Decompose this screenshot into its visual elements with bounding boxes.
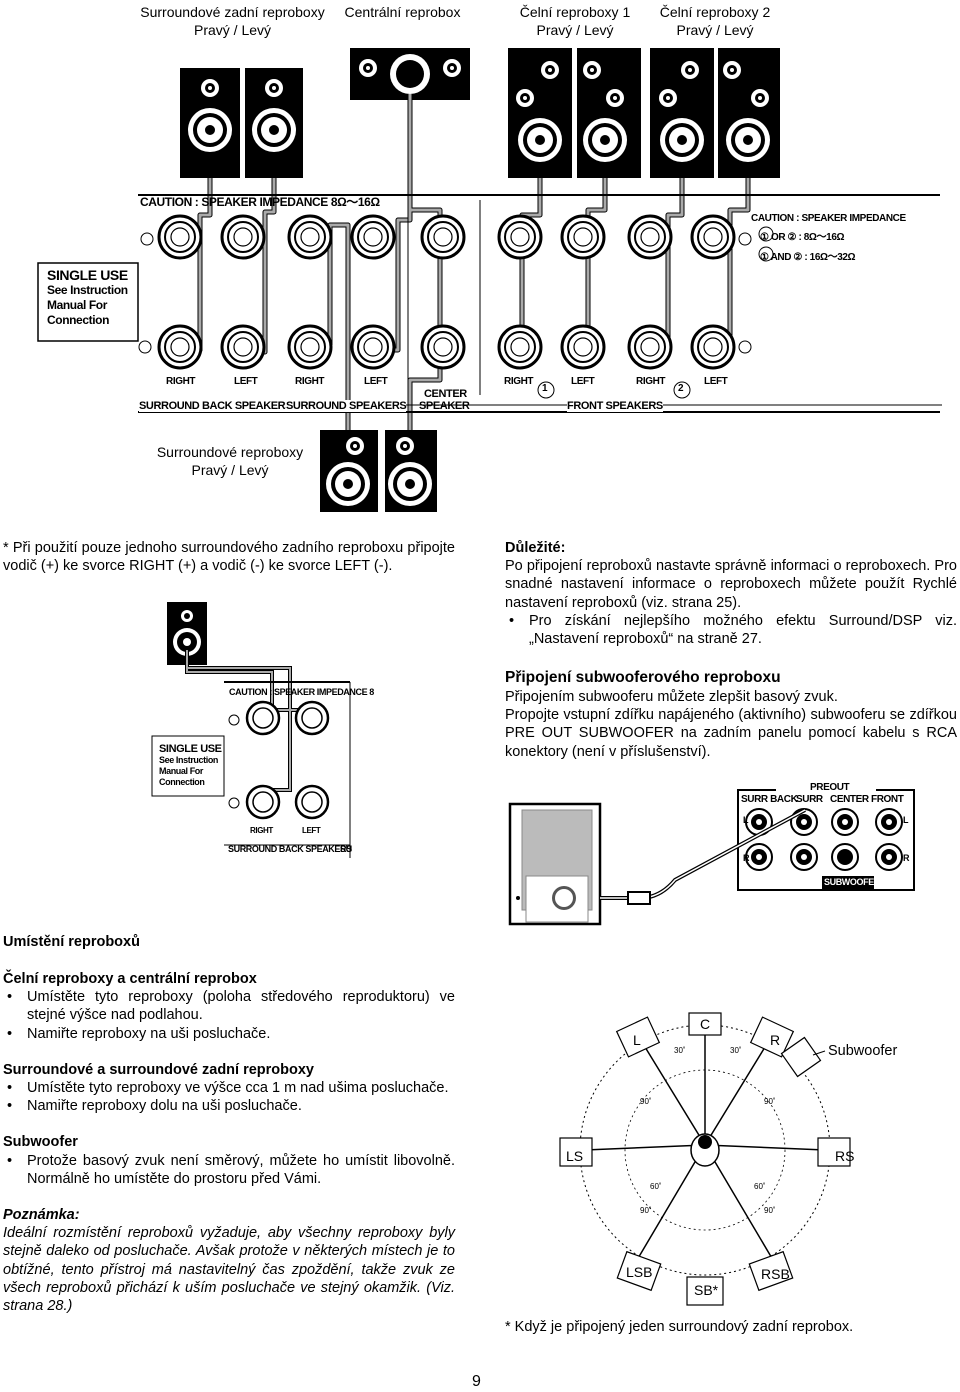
- angle-30-left: 30˚: [674, 1046, 686, 1055]
- speaker-connection-diagram: [37, 48, 942, 512]
- label-surround-speakers: SURROUND SPEAKERS: [286, 400, 407, 412]
- preout-col-front: FRONT: [871, 794, 904, 805]
- important-text: Po připojení reproboxů nastavte správně …: [505, 558, 957, 611]
- small-left: LEFT: [302, 826, 321, 835]
- important-block: Důležité: Po připojení reproboxů nastavt…: [505, 539, 957, 648]
- front2-speaker-left: [718, 48, 780, 178]
- caution-right-line1: ① OR ② : 8Ω～16Ω: [760, 232, 845, 243]
- layout-lsb: LSB: [626, 1264, 653, 1280]
- label-speaker: SPEAKER: [419, 400, 470, 412]
- small-right: RIGHT: [250, 826, 273, 835]
- angle-90-bl: 90˚: [640, 1206, 652, 1215]
- note-title: Poznámka:: [3, 1207, 80, 1224]
- layout-rs: RS: [835, 1148, 855, 1164]
- caution-right-line2: ① AND ② : 16Ω～32Ω: [760, 252, 856, 263]
- label-center: CENTER: [424, 388, 467, 400]
- placement-text: Čelní reproboxy a centrální reprobox Umí…: [3, 970, 455, 1315]
- label-front-speakers: FRONT SPEAKERS: [567, 400, 663, 412]
- label-right-4: RIGHT: [636, 376, 666, 387]
- subwoofer-title: Připojení subwooferového reproboxu: [505, 669, 781, 686]
- surround-back-speaker-left: [245, 68, 303, 178]
- sub-title: Subwoofer: [3, 1134, 78, 1151]
- layout-ls: LS: [566, 1148, 584, 1164]
- subwoofer-section: Připojení subwooferového reproboxu Připo…: [505, 668, 957, 761]
- preout-r-right: R: [903, 853, 910, 863]
- label-right-2: RIGHT: [295, 376, 325, 387]
- label-right-1: RIGHT: [166, 376, 196, 387]
- front-title: Čelní reproboxy a centrální reprobox: [3, 971, 257, 987]
- small-su: SU: [340, 844, 352, 854]
- small-caution: CAUTION : SPEAKER IMPEDANCE 8: [229, 687, 374, 697]
- surround-bullet: Umístěte tyto reproboxy ve výšce cca 1 m…: [3, 1079, 455, 1097]
- caution-left: CAUTION : SPEAKER IMPEDANCE 8Ω～16Ω: [140, 195, 380, 209]
- layout-l: L: [633, 1032, 641, 1048]
- layout-r: R: [770, 1032, 781, 1048]
- label-left-3: LEFT: [571, 376, 595, 387]
- preout-r-left: R: [743, 853, 750, 863]
- preout-diagram: [508, 788, 915, 926]
- front2-speaker-right: [650, 48, 714, 178]
- single-speaker-diagram: [151, 602, 351, 858]
- preout-l-left: L: [743, 815, 749, 825]
- label-left-1: LEFT: [234, 376, 258, 387]
- layout-subwoofer: Subwoofer: [828, 1043, 898, 1059]
- subwoofer-line2: Propojte vstupní zdířku napájeného (akti…: [505, 707, 957, 760]
- label-center: Centrální reprobox: [344, 4, 461, 20]
- placement-title: Umístění reproboxů: [3, 934, 140, 950]
- terminal-row-minus: [157, 324, 736, 370]
- label-surround-back-speakers: SURROUND BACK SPEAKERS: [139, 400, 293, 412]
- label-left-2: LEFT: [364, 376, 388, 387]
- important-title: Důležité:: [505, 540, 566, 556]
- small-surround-back: SURROUND BACK SPEAKERS: [228, 844, 352, 854]
- layout-rsb: RSB: [761, 1266, 790, 1282]
- speaker-layout-diagram: [559, 1012, 851, 1306]
- preout-col-center: CENTER: [830, 794, 869, 805]
- center-speaker: [350, 48, 470, 100]
- angle-90-br: 90˚: [764, 1206, 776, 1215]
- front-bullet: Namiřte reproboxy na uši posluchače.: [3, 1025, 455, 1043]
- single-use-box: SINGLE USE See Instruction Manual For Co…: [47, 267, 128, 328]
- important-bullet: Pro získání nejlepšího možného efektu Su…: [505, 612, 957, 648]
- label-num-2: 2: [678, 383, 684, 394]
- subwoofer-line1: Připojením subwooferu můžete zlepšit bas…: [505, 689, 838, 705]
- layout-sb: SB*: [694, 1282, 719, 1298]
- page-number: 9: [472, 1373, 481, 1390]
- note-text: Ideální rozmístění reproboxů vyžaduje, a…: [3, 1225, 455, 1315]
- surround-speaker-right: [320, 430, 378, 512]
- front1-speaker-left: [577, 48, 641, 178]
- caution-right: CAUTION : SPEAKER IMPEDANCE: [751, 213, 906, 224]
- front-bullet: Umístěte tyto reproboxy (poloha středové…: [3, 988, 455, 1024]
- angle-60-r: 60˚: [754, 1182, 766, 1191]
- angle-90-tl: 90˚: [640, 1097, 652, 1106]
- angle-60-l: 60˚: [650, 1182, 662, 1191]
- preout-col-surr: SURR: [796, 794, 823, 805]
- layout-footnote: * Když je připojený jeden surroundový za…: [505, 1319, 854, 1335]
- terminal-row-plus: [157, 214, 736, 260]
- preout-l-right: L: [903, 815, 909, 825]
- front1-speaker-right: [508, 48, 572, 178]
- preout-title: PREOUT: [810, 782, 850, 793]
- surround-title: Surroundové a surroundové zadní reprobox…: [3, 1061, 314, 1078]
- preout-subwoofer: SUBWOOFER: [824, 877, 880, 887]
- label-left-4: LEFT: [704, 376, 728, 387]
- preout-col-surr-back: SURR BACK: [741, 794, 798, 805]
- surround-bullet: Namiřte reproboxy dolu na uši posluchače…: [3, 1097, 455, 1115]
- surround-back-speaker-right: [180, 68, 240, 178]
- note-single-surround: * Při použití pouze jednoho surroundovéh…: [3, 540, 455, 575]
- sub-bullet: Protože basový zvuk není směrový, můžete…: [3, 1152, 455, 1188]
- angle-30-right: 30˚: [730, 1046, 742, 1055]
- layout-c: C: [700, 1016, 711, 1032]
- surround-speaker-left: [385, 430, 437, 512]
- label-right-3: RIGHT: [504, 376, 534, 387]
- small-single-use: SINGLE USE See Instruction Manual For Co…: [159, 743, 222, 788]
- angle-90-tr: 90˚: [764, 1097, 776, 1106]
- label-num-1: 1: [542, 383, 548, 394]
